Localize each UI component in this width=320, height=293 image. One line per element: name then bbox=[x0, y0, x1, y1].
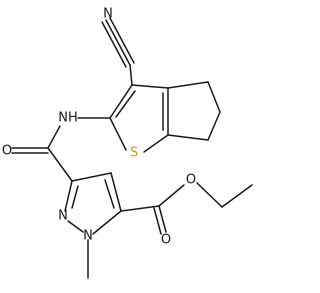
thiophene-bond-c3-c3a bbox=[131, 84, 169, 89]
pyrazole-bond-c3-c4 bbox=[71, 172, 112, 182]
cyclopentane-bond-2 bbox=[207, 81, 221, 113]
cyclopentane-bond-3 bbox=[207, 111, 221, 141]
bond-layer bbox=[11, 17, 253, 279]
cyclopentane-bond-1 bbox=[167, 81, 209, 89]
cyano-triple-bond-a bbox=[105, 19, 131, 66]
amide-nh-label: NH bbox=[58, 111, 78, 126]
ester-carbon-to-ether-oxygen-bond bbox=[158, 184, 185, 207]
pyrazole-double-bond-n2-c3 bbox=[71, 185, 79, 209]
amide-to-pyrazole-bond bbox=[47, 147, 73, 182]
pyrazole-bond-c5-n1 bbox=[92, 210, 122, 235]
pyrazole-bond-n2-c3 bbox=[64, 180, 73, 212]
c5-to-ester-carbon-bond bbox=[120, 205, 160, 212]
ester-carbonyl-bond-b bbox=[153, 207, 162, 235]
cyano-triple-bond-c bbox=[101, 21, 127, 68]
ester-carbonyl-oxygen-label: O bbox=[161, 233, 171, 248]
thiophene-bond-c2-c3 bbox=[109, 84, 133, 119]
cyano-triple-bond-b bbox=[109, 17, 135, 64]
thiophene-bond-s-c2 bbox=[109, 117, 127, 151]
cyano-nitrogen-label: N bbox=[103, 7, 113, 22]
thiophene-double-bond-c2-c3 bbox=[115, 90, 136, 118]
pyrazole-n1-label: N bbox=[83, 229, 93, 244]
pyrazole-n2-label: N bbox=[58, 209, 68, 224]
pyrazole-bond-n1-n2 bbox=[67, 220, 84, 233]
ester-carbonyl-bond-a bbox=[158, 205, 167, 233]
pyrazole-bond-c4-c5 bbox=[110, 172, 122, 212]
atom-label-layer: N NH S O N N O O bbox=[2, 7, 196, 248]
ester-ether-oxygen-label: O bbox=[186, 173, 196, 188]
molecule-structure: N NH S O N N O O bbox=[2, 7, 253, 279]
ether-oxygen-to-ethyl-bond bbox=[196, 182, 223, 208]
thiophene-bond-c6a-s bbox=[143, 134, 169, 153]
ethyl-terminal-bond bbox=[221, 184, 253, 208]
amide-oxygen-label: O bbox=[2, 144, 12, 159]
cyclopentane-bond-4 bbox=[167, 134, 209, 141]
cyano-to-ring-bond bbox=[129, 64, 133, 86]
thiophene-sulfur-label: S bbox=[130, 146, 138, 161]
nh-to-amide-carbon-bond bbox=[47, 125, 61, 149]
pyrazole-double-bond-c4-c5 bbox=[104, 179, 115, 209]
